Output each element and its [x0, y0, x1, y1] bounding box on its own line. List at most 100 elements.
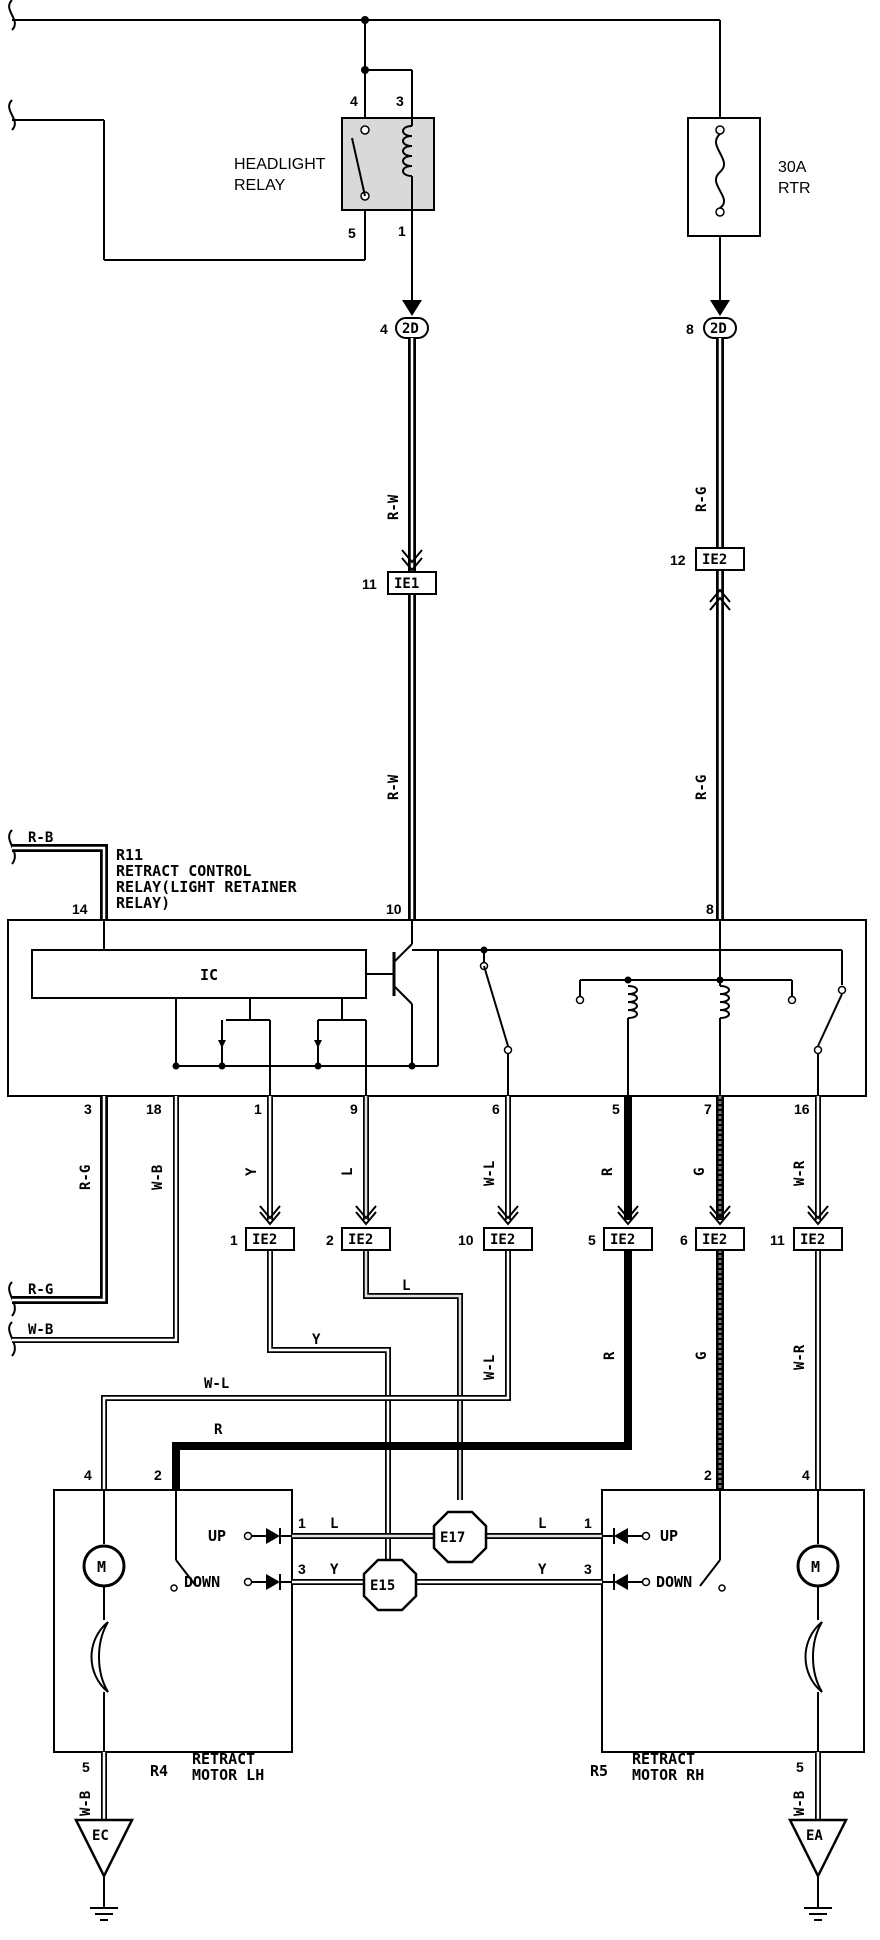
svg-text:R-G: R-G — [694, 775, 710, 800]
splice-e17: E17 — [432, 1510, 488, 1564]
retract-motor-lh: 4 2 M UP DOWN 1 3 L Y 5 R4 RETRACT MOTOR… — [53, 1467, 339, 1784]
wire-w-l: W-L W-L W-L — [101, 1096, 519, 1490]
retract-control-relay: R11 RETRACT CONTROL RELAY(LIGHT RETAINER… — [7, 846, 867, 1117]
svg-text:2: 2 — [704, 1467, 712, 1483]
relay-coil-icon — [402, 118, 413, 210]
svg-text:3: 3 — [84, 1101, 92, 1117]
splice-e15: E15 — [362, 1558, 418, 1612]
ground-icon — [90, 1907, 118, 1921]
svg-text:E15: E15 — [370, 1578, 395, 1594]
svg-text:UP: UP — [660, 1527, 678, 1545]
relay-pin-3: 3 — [396, 93, 404, 109]
svg-text:IE2: IE2 — [702, 552, 727, 568]
svg-text:R: R — [602, 1351, 618, 1360]
svg-text:W-B: W-B — [792, 1791, 808, 1816]
headlight-relay: 4 3 5 1 HEADLIGHT RELAY — [234, 93, 435, 241]
svg-text:R: R — [600, 1167, 616, 1176]
svg-text:R4: R4 — [150, 1762, 168, 1780]
svg-text:W-L: W-L — [482, 1355, 498, 1380]
svg-text:G: G — [694, 1352, 710, 1360]
svg-text:9: 9 — [350, 1101, 358, 1117]
svg-text:W-R: W-R — [792, 1160, 808, 1186]
ground-ea: W-B EA — [787, 1752, 849, 1921]
ground-icon — [804, 1907, 832, 1921]
fuse-label-line2: RTR — [778, 180, 811, 197]
wire-g: G G — [692, 1096, 731, 1490]
coil-icon-7 — [719, 985, 730, 1019]
svg-text:MOTOR RH: MOTOR RH — [632, 1766, 704, 1784]
svg-text:W-B: W-B — [28, 1322, 53, 1338]
svg-text:R-G: R-G — [694, 487, 710, 512]
svg-text:EA: EA — [806, 1828, 823, 1844]
svg-text:RETRACT: RETRACT — [632, 1750, 695, 1768]
svg-text:R: R — [214, 1422, 223, 1438]
wire-r: R R R — [172, 1096, 639, 1490]
svg-text:4: 4 — [84, 1467, 92, 1483]
connector-ie2-10: IE2 10 — [458, 1227, 533, 1251]
svg-text:R-G: R-G — [78, 1165, 94, 1190]
wire-y: Y Y — [244, 1096, 391, 1576]
svg-text:DOWN: DOWN — [184, 1573, 220, 1591]
transistor-icon — [366, 920, 413, 1066]
svg-text:Y: Y — [312, 1332, 321, 1348]
svg-text:Y: Y — [244, 1167, 260, 1176]
wire-r-w: R-W R-W — [386, 338, 423, 920]
svg-text:EC: EC — [92, 1828, 109, 1844]
svg-text:1: 1 — [254, 1101, 262, 1117]
svg-text:1: 1 — [230, 1232, 238, 1248]
svg-text:G: G — [692, 1168, 708, 1176]
connector-ie2-5: IE2 5 — [588, 1227, 653, 1251]
svg-text:3: 3 — [298, 1561, 306, 1577]
svg-text:W-B: W-B — [78, 1791, 94, 1816]
svg-text:IE2: IE2 — [702, 1232, 727, 1248]
top-power-feed — [8, 0, 721, 261]
connector-ie2-top: IE2 12 — [670, 547, 745, 571]
relay-label-line1: HEADLIGHT — [234, 156, 326, 173]
wire-w-r: W-R W-R — [792, 1096, 829, 1490]
svg-text:MOTOR LH: MOTOR LH — [192, 1766, 264, 1784]
svg-text:4: 4 — [380, 321, 388, 337]
svg-text:8: 8 — [686, 321, 694, 337]
relay-r11-line1: RETRACT CONTROL — [116, 862, 251, 880]
svg-text:UP: UP — [208, 1527, 226, 1545]
ic-label: IC — [200, 966, 218, 984]
svg-text:R-W: R-W — [386, 494, 402, 520]
svg-text:4: 4 — [802, 1467, 810, 1483]
svg-text:3: 3 — [584, 1561, 592, 1577]
relay-pin-5: 5 — [348, 225, 356, 241]
svg-text:7: 7 — [704, 1101, 712, 1117]
fuse-icon — [714, 133, 726, 209]
svg-text:R-W: R-W — [386, 774, 402, 800]
svg-text:W-R: W-R — [792, 1344, 808, 1370]
svg-text:IE1: IE1 — [394, 576, 419, 592]
svg-text:1: 1 — [298, 1515, 306, 1531]
svg-text:IE2: IE2 — [252, 1232, 277, 1248]
motor-icon-rh: M — [796, 1544, 840, 1588]
svg-text:8: 8 — [706, 901, 714, 917]
connector-ie2-11: IE2 11 — [770, 1227, 843, 1251]
svg-text:M: M — [97, 1558, 106, 1576]
connector-ie1-top: IE1 11 — [362, 571, 437, 595]
svg-text:14: 14 — [72, 901, 88, 917]
svg-text:5: 5 — [588, 1232, 596, 1248]
connector-2d-right: 2D 8 — [686, 317, 737, 339]
wire-r-g-left: R-G R-G — [8, 1096, 108, 1317]
svg-text:E17: E17 — [440, 1530, 465, 1546]
connector-ie2-2: IE2 2 — [326, 1227, 391, 1251]
svg-text:2D: 2D — [710, 321, 727, 337]
fuse-30a: 30A RTR — [687, 117, 811, 300]
svg-text:W-L: W-L — [482, 1161, 498, 1186]
svg-text:IE2: IE2 — [490, 1232, 515, 1248]
wire-r-b: R-B — [8, 829, 108, 920]
relay-r11-line3: RELAY) — [116, 894, 170, 912]
svg-text:6: 6 — [492, 1101, 500, 1117]
svg-text:12: 12 — [670, 552, 686, 568]
connector-ie2-6: IE2 6 — [680, 1227, 745, 1251]
svg-text:Y: Y — [538, 1562, 547, 1578]
motor-icon-lh: M — [82, 1544, 126, 1588]
svg-text:R-G: R-G — [28, 1282, 53, 1298]
svg-text:IE2: IE2 — [800, 1232, 825, 1248]
svg-text:L: L — [330, 1516, 338, 1532]
fuse-label-line1: 30A — [778, 159, 807, 176]
